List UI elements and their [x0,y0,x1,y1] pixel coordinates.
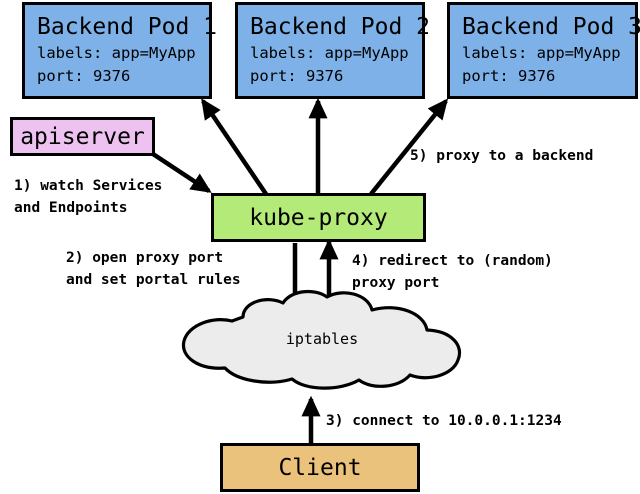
step-4-label-line2: proxy port [352,275,440,291]
node-kube-proxy[interactable]: kube-proxy [211,193,426,242]
step-2-label-line2: and set portal rules [66,272,241,288]
pod-3-labels: labels: app=MyApp [462,43,621,62]
step-3-label: 3) connect to 10.0.0.1:1234 [326,413,562,429]
apiserver-label: apiserver [20,123,145,150]
pod-2-port: port: 9376 [250,66,344,85]
iptables-label: iptables [285,330,359,348]
step-1-label-line2: and Endpoints [14,200,128,216]
edge-kubeproxy-to-pod1 [201,98,268,196]
pod-1-port: port: 9376 [37,66,131,85]
pod-2-title: Backend Pod 2 [250,13,431,40]
step-4-label-line1: 4) redirect to (random) [352,253,553,269]
pod-2-labels: labels: app=MyApp [250,43,409,62]
step-1-label-line1: 1) watch Services [14,178,163,194]
step-2-label-line1: 2) open proxy port [66,250,224,266]
kube-proxy-label: kube-proxy [249,204,388,231]
node-iptables[interactable]: iptables [182,288,462,393]
node-apiserver[interactable]: apiserver [10,117,155,156]
pod-3-title: Backend Pod 3 [462,13,640,40]
pod-1-title: Backend Pod 1 [37,13,218,40]
node-backend-pod-2[interactable]: Backend Pod 2 labels: app=MyApp port: 93… [235,2,431,99]
node-backend-pod-1[interactable]: Backend Pod 1 labels: app=MyApp port: 93… [22,2,218,99]
client-label: Client [278,454,362,481]
pod-1-labels: labels: app=MyApp [37,43,196,62]
pod-3-port: port: 9376 [462,66,556,85]
step-5-label: 5) proxy to a backend [410,148,594,164]
node-client[interactable]: Client [220,443,420,492]
node-backend-pod-3[interactable]: Backend Pod 3 labels: app=MyApp port: 93… [447,2,640,99]
